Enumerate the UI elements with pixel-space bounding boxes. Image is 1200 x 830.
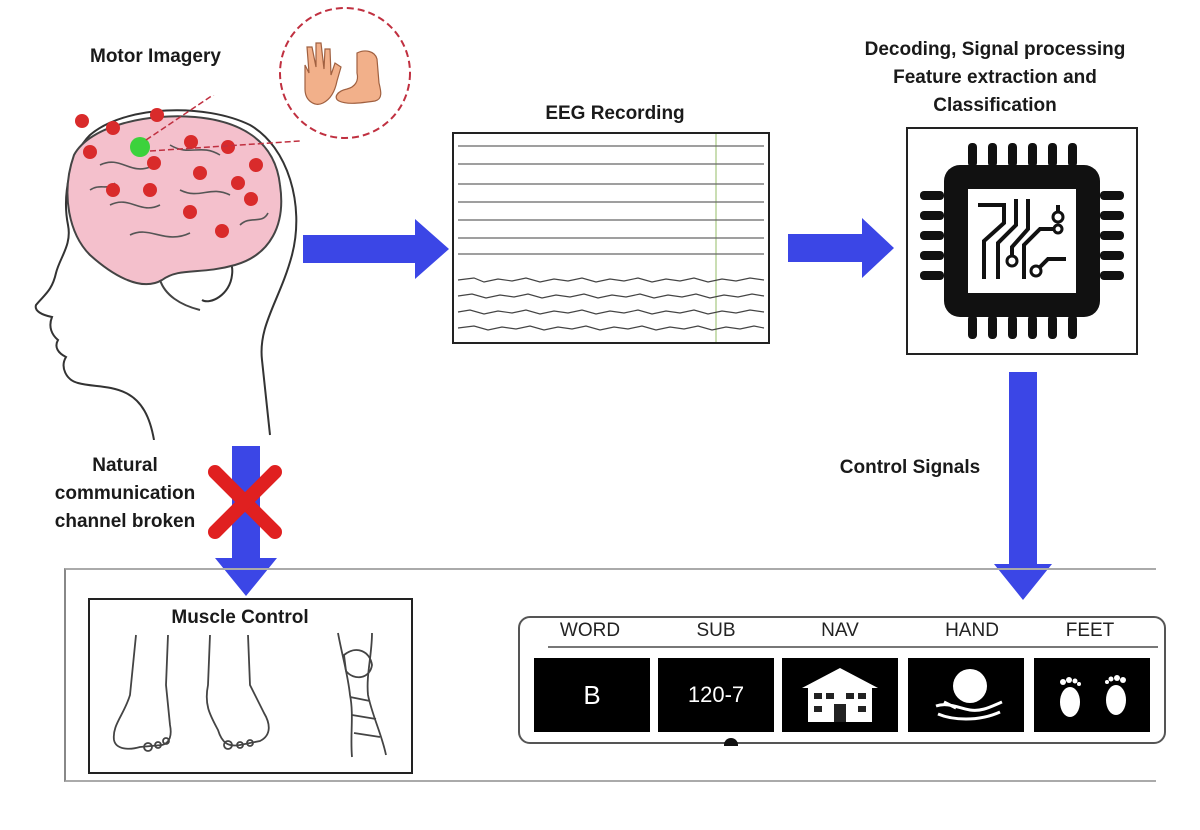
foot-icon — [335, 50, 382, 104]
tile-hand[interactable] — [908, 658, 1024, 732]
decoding-label-line3: Classification — [933, 95, 1057, 116]
decoding-label-line2: Feature extraction and — [893, 67, 1097, 88]
arrow-to-eeg — [303, 219, 449, 279]
active-electrode — [130, 137, 150, 157]
tab-sub[interactable]: SUB — [696, 620, 736, 641]
footprints-icon — [1060, 675, 1126, 717]
broken-cross-icon — [208, 465, 282, 539]
electrode — [231, 176, 245, 190]
hand-icon — [304, 42, 342, 105]
motor-imagery-label: Motor Imagery — [90, 46, 221, 67]
tab-underline — [548, 646, 1158, 648]
natural-channel-label-line2: communication — [54, 483, 196, 504]
motor-imagery-zoom — [279, 7, 411, 139]
electrode — [184, 135, 198, 149]
muscle-control-panel — [88, 598, 413, 774]
house-icon — [802, 668, 878, 722]
tab-word[interactable]: WORD — [559, 620, 621, 641]
head-brain-illustration — [34, 95, 300, 440]
natural-channel-label-line1: Natural — [92, 455, 158, 476]
electrode — [244, 192, 258, 206]
tile-nav[interactable] — [782, 658, 898, 732]
arrow-natural-pathway — [215, 446, 277, 596]
microchip-icon — [920, 143, 1124, 339]
eeg-recording-label: EEG Recording — [545, 103, 685, 124]
bottom-frame — [64, 568, 1156, 782]
electrode — [221, 140, 235, 154]
tile-word[interactable]: B — [534, 658, 650, 732]
electrode — [143, 183, 157, 197]
natural-channel-label-line3: channel broken — [54, 511, 196, 532]
decoding-label-line1: Decoding, Signal processing — [864, 39, 1126, 60]
tile-word-text: B — [583, 679, 601, 710]
tile-sub[interactable]: 120-7 — [658, 658, 774, 732]
bci-interface-panel — [518, 616, 1166, 744]
tab-hand[interactable]: HAND — [945, 620, 999, 641]
processing-panel — [906, 127, 1138, 355]
arrow-control-signals — [994, 372, 1052, 600]
eeg-recording-panel — [452, 132, 770, 344]
tile-sub-text: 120-7 — [687, 682, 745, 707]
electrode — [106, 183, 120, 197]
electrode — [147, 156, 161, 170]
eeg-traces — [457, 134, 765, 342]
hand-holding-ball-icon — [935, 669, 1003, 721]
muscle-control-label: Muscle Control — [171, 607, 309, 628]
electrode — [106, 121, 120, 135]
tab-feet[interactable]: FEET — [1065, 620, 1115, 641]
electrode — [249, 158, 263, 172]
arrow-to-processing — [788, 218, 894, 278]
brain — [66, 115, 283, 286]
electrode — [215, 224, 229, 238]
electrode — [193, 166, 207, 180]
tab-nav[interactable]: NAV — [821, 620, 859, 641]
electrode — [75, 114, 89, 128]
control-signals-label: Control Signals — [839, 457, 981, 478]
tile-feet[interactable] — [1034, 658, 1150, 732]
indicator-dot — [724, 738, 738, 746]
electrode — [150, 108, 164, 122]
electrodes — [75, 108, 263, 238]
electrode — [83, 145, 97, 159]
feet-and-leg-illustration — [112, 632, 387, 758]
electrode — [183, 205, 197, 219]
